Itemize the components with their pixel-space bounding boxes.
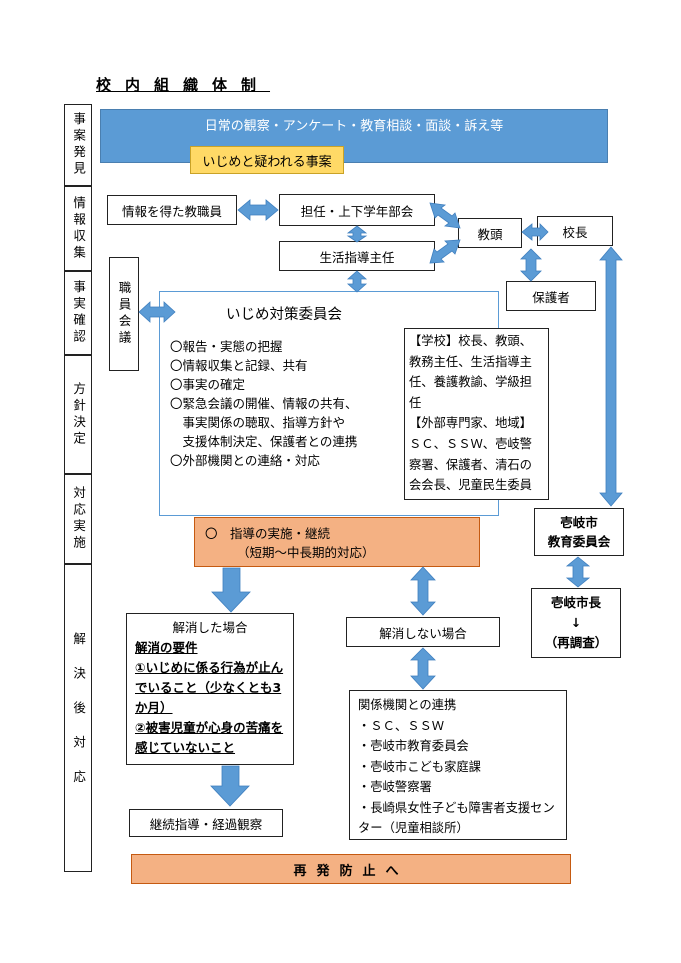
city-board-box: 壱岐市 教育委員会 — [534, 508, 624, 556]
resolution-requirements-title: 解消の要件 — [135, 640, 198, 655]
double-arrow-icon — [346, 225, 368, 243]
double-arrow-icon — [346, 270, 368, 293]
stage-response: 対応実施 — [64, 474, 92, 564]
resolved-box: 解消した場合 解消の要件 ①いじめに係る行為が止んでいること（少なくとも3か月）… — [126, 613, 294, 765]
observation-band — [100, 109, 608, 163]
committee-duty: 支援体制決定、保護者との連携 — [170, 434, 358, 449]
resolution-requirement-1: ①いじめに係る行為が止んでいること（少なくとも3か月） — [135, 660, 284, 715]
guidance-head-box: 生活指導主任 — [279, 241, 435, 271]
committee-duty: 〇事実の確定 — [170, 377, 246, 392]
resolved-title: 解消した場合 — [172, 620, 248, 635]
committee-duty: 〇情報収集と記録、共有 — [170, 358, 308, 373]
page-title: 校内組織体制 — [96, 76, 271, 94]
vice-principal-box: 教頭 — [458, 218, 522, 248]
suspected-case-box: いじめと疑われる事案 — [190, 146, 344, 174]
guidance-implementation-box: 〇 指導の実施・継続 （短期～中長期的対応） — [194, 517, 480, 567]
guardian-box: 保護者 — [506, 281, 596, 311]
double-arrow-icon — [520, 248, 542, 282]
guidance-implementation-line1: 〇 指導の実施・継続 — [205, 526, 331, 541]
double-arrow-icon — [410, 566, 436, 616]
committee-duty: 〇報告・実態の把握 — [170, 339, 283, 354]
agency-item: ・ＳＣ、ＳＳＷ — [358, 718, 445, 733]
observation-band-text: 日常の観察・アンケート・教育相談・面談・訴え等 — [204, 119, 504, 134]
agency-item: ・長崎県女性子ども障害者支援センター（児童相談所） — [358, 800, 555, 836]
resolution-requirement-2: ②被害児童が心身の苦痛を感じていないこと — [135, 720, 284, 755]
down-arrow-icon — [211, 567, 251, 613]
prevention-bar: 再発防止へ — [131, 854, 571, 884]
committee-title: いじめ対策委員会 — [226, 307, 342, 323]
agency-item: ・壱岐警察署 — [358, 780, 432, 794]
committee-members-box: 【学校】校長、教頭、教務主任、生活指導主任、養護教諭、学級担任 【外部専門家、地… — [404, 328, 549, 500]
staff-meeting-box: 職員会議 — [109, 257, 139, 371]
stage-fact-check: 事実確認 — [64, 271, 92, 355]
committee-duty: 〇緊急会議の開催、情報の共有、 — [170, 396, 358, 411]
committee-duty: 〇外部機関との連絡・対応 — [170, 453, 320, 468]
homeroom-box: 担任・上下学年部会 — [279, 194, 435, 226]
stage-post-resolution: 解決後対応 — [64, 564, 92, 872]
down-arrow-icon — [210, 765, 250, 807]
stage-policy: 方針決定 — [64, 355, 92, 474]
double-arrow-icon — [410, 647, 436, 690]
guidance-implementation-line2: （短期～中長期的対応） — [237, 545, 375, 560]
staff-info-box: 情報を得た教職員 — [107, 195, 237, 225]
agency-item: ・壱岐市教育委員会 — [358, 739, 469, 753]
committee-duty: 事実関係の聴取、指導方針や — [170, 415, 346, 430]
mayor-box: 壱岐市長 ↓ （再調査） — [531, 588, 621, 658]
double-arrow-icon — [599, 246, 623, 507]
double-arrow-icon — [565, 556, 591, 588]
agencies-box: 関係機関との連携 ・ＳＣ、ＳＳＷ ・壱岐市教育委員会 ・壱岐市こども家庭課 ・壱… — [349, 690, 567, 840]
stage-discovery: 事案発見 — [64, 104, 92, 186]
unresolved-box: 解消しない場合 — [346, 617, 500, 647]
agencies-title: 関係機関との連携 — [358, 698, 457, 712]
double-arrow-icon — [237, 199, 279, 221]
principal-box: 校長 — [537, 216, 613, 246]
stage-info-gathering: 情報収集 — [64, 186, 92, 271]
continued-guidance-box: 継続指導・経過観察 — [129, 809, 283, 837]
agency-item: ・壱岐市こども家庭課 — [358, 759, 481, 774]
